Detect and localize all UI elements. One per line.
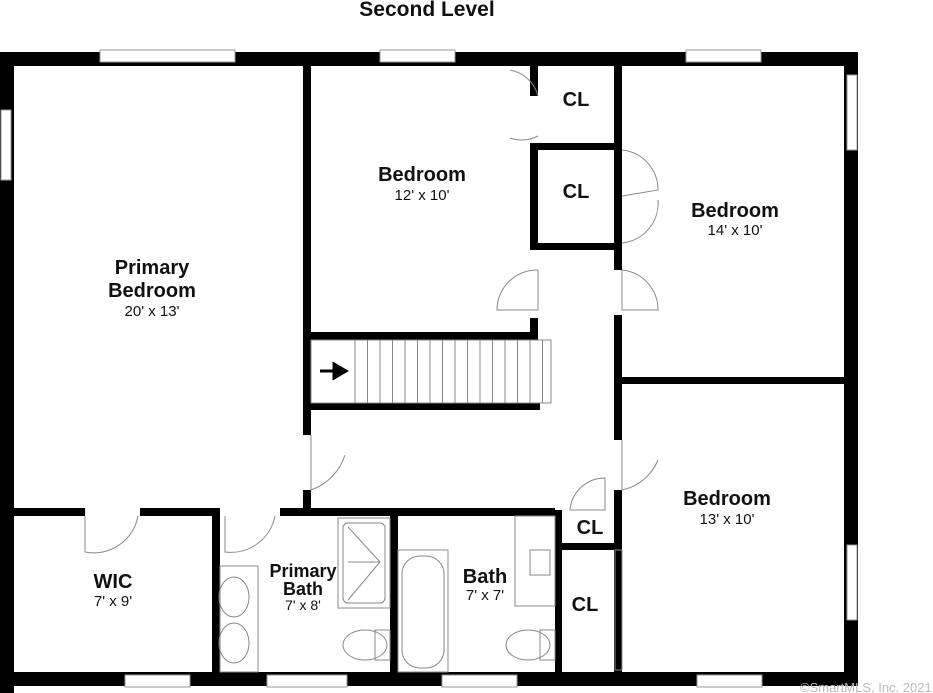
room-dims: 13' x 10' (700, 511, 755, 528)
room-dims: 7' x 8' (285, 597, 321, 613)
room-name: Bath (283, 579, 323, 599)
plan-title: Second Level (359, 0, 494, 21)
closet-label: CL (577, 517, 604, 539)
room-name: Primary (115, 257, 190, 279)
doors (84, 69, 659, 554)
closet-label: CL (572, 594, 599, 616)
room-dims: 7' x 7' (466, 587, 504, 604)
room-name: Primary (269, 561, 336, 581)
closet-label: CL (563, 89, 590, 111)
closet-label: CL (563, 181, 590, 203)
fixtures (218, 515, 623, 673)
room-name: Bedroom (691, 200, 779, 222)
room-name: Bedroom (378, 164, 466, 186)
room-dims: 12' x 10' (395, 187, 450, 204)
room-name: Bedroom (683, 488, 771, 510)
stair-arrow-icon (320, 361, 349, 381)
room-name: WIC (94, 571, 133, 593)
windows (0, 49, 858, 688)
room-dims: 7' x 9' (94, 593, 132, 610)
staircase (310, 339, 552, 404)
room-labels: Primary Bedroom 20' x 13' Bedroom 12' x … (94, 89, 779, 616)
room-name: Bedroom (108, 280, 196, 302)
copyright: ©SmartMLS, Inc. 2021 (800, 680, 932, 693)
room-dims: 14' x 10' (708, 222, 763, 239)
room-name: Bath (463, 566, 507, 588)
room-dims: 20' x 13' (125, 303, 180, 320)
